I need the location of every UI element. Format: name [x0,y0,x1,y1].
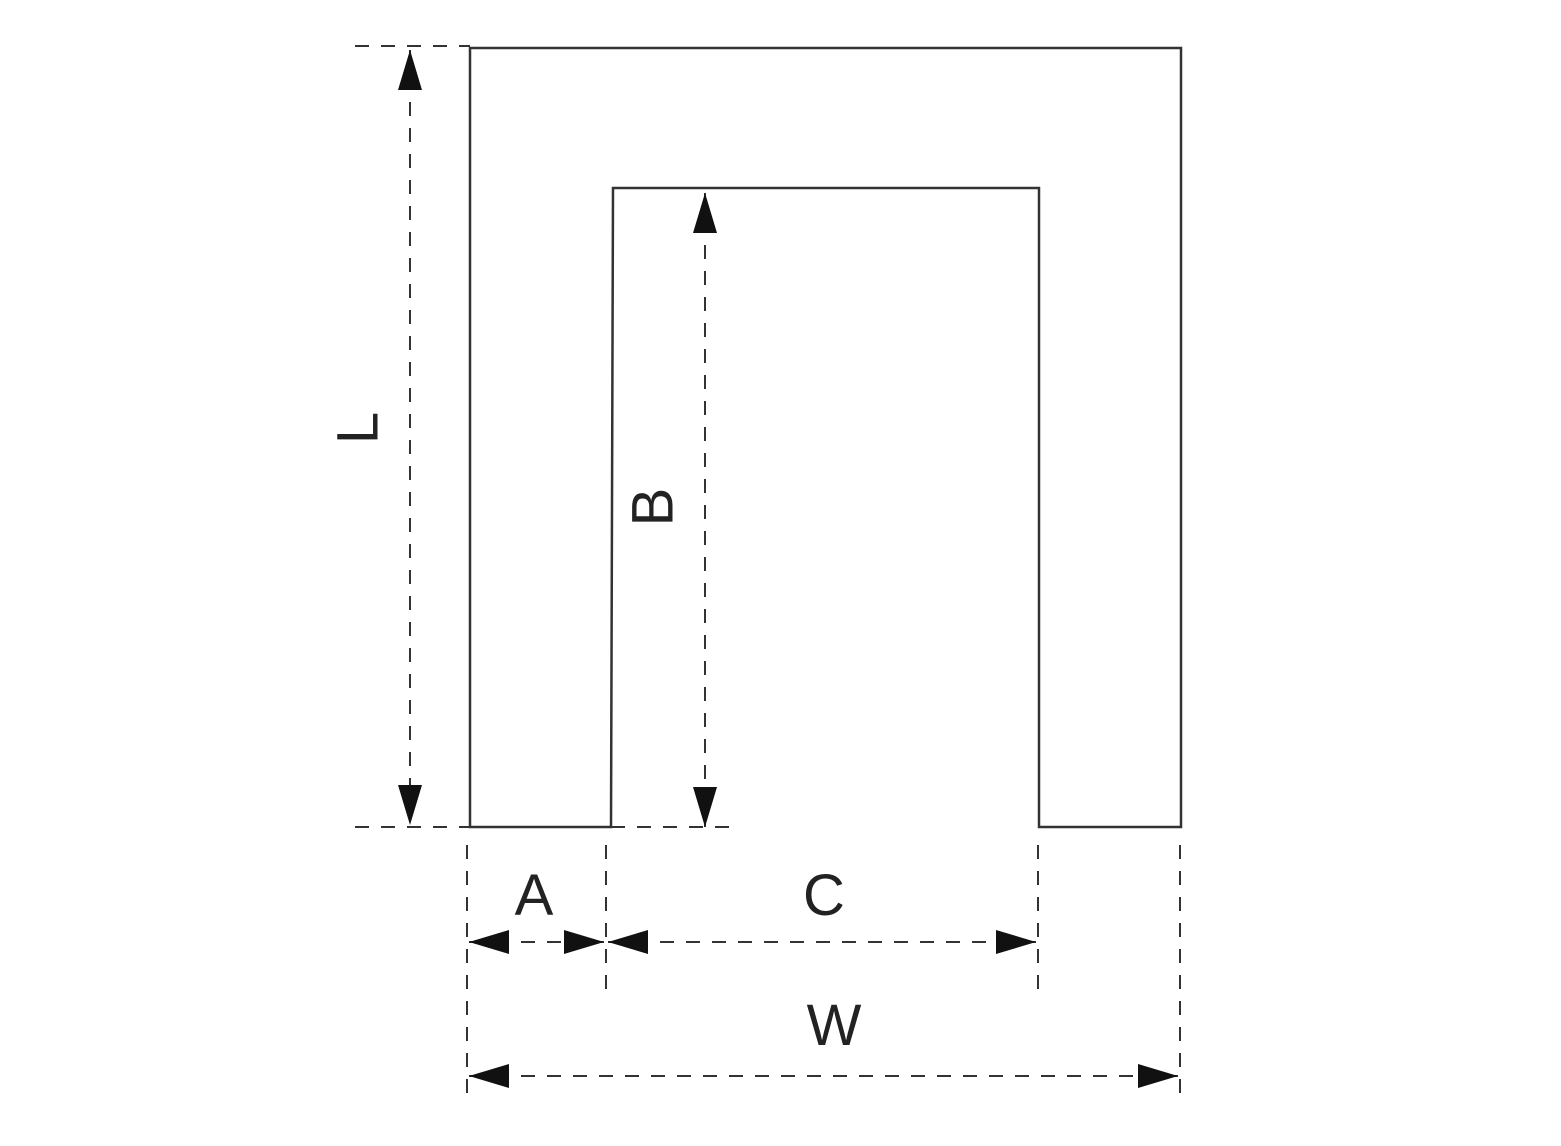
u-shape-outline [468,46,1183,829]
dimension-lines [398,50,1178,1088]
extension-lines [355,45,1181,1095]
label-a: A [515,863,554,928]
label-b: B [620,488,685,527]
label-w: W [807,993,862,1058]
label-l: L [325,412,390,444]
label-c: C [803,863,845,928]
